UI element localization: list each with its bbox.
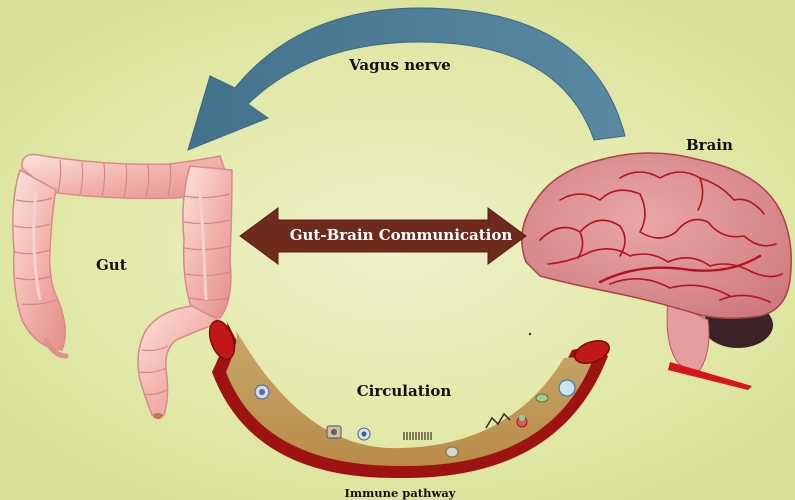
brain-label: Brain	[686, 136, 733, 154]
vagus-nerve-label: Vagus nerve	[349, 56, 451, 74]
circulation-label: Circulation	[356, 382, 452, 400]
brain-icon	[521, 152, 792, 390]
gut-label: Gut	[96, 256, 127, 274]
immune-pathway-label: Immune pathway	[344, 486, 456, 500]
communication-label: Gut-Brain Communication	[289, 226, 513, 244]
communication-arrow	[239, 207, 527, 265]
vagus-nerve-arrow	[187, 7, 626, 151]
blood-vessel-icon	[208, 320, 611, 479]
immune-cells	[254, 379, 576, 458]
gut-icon	[12, 153, 233, 419]
